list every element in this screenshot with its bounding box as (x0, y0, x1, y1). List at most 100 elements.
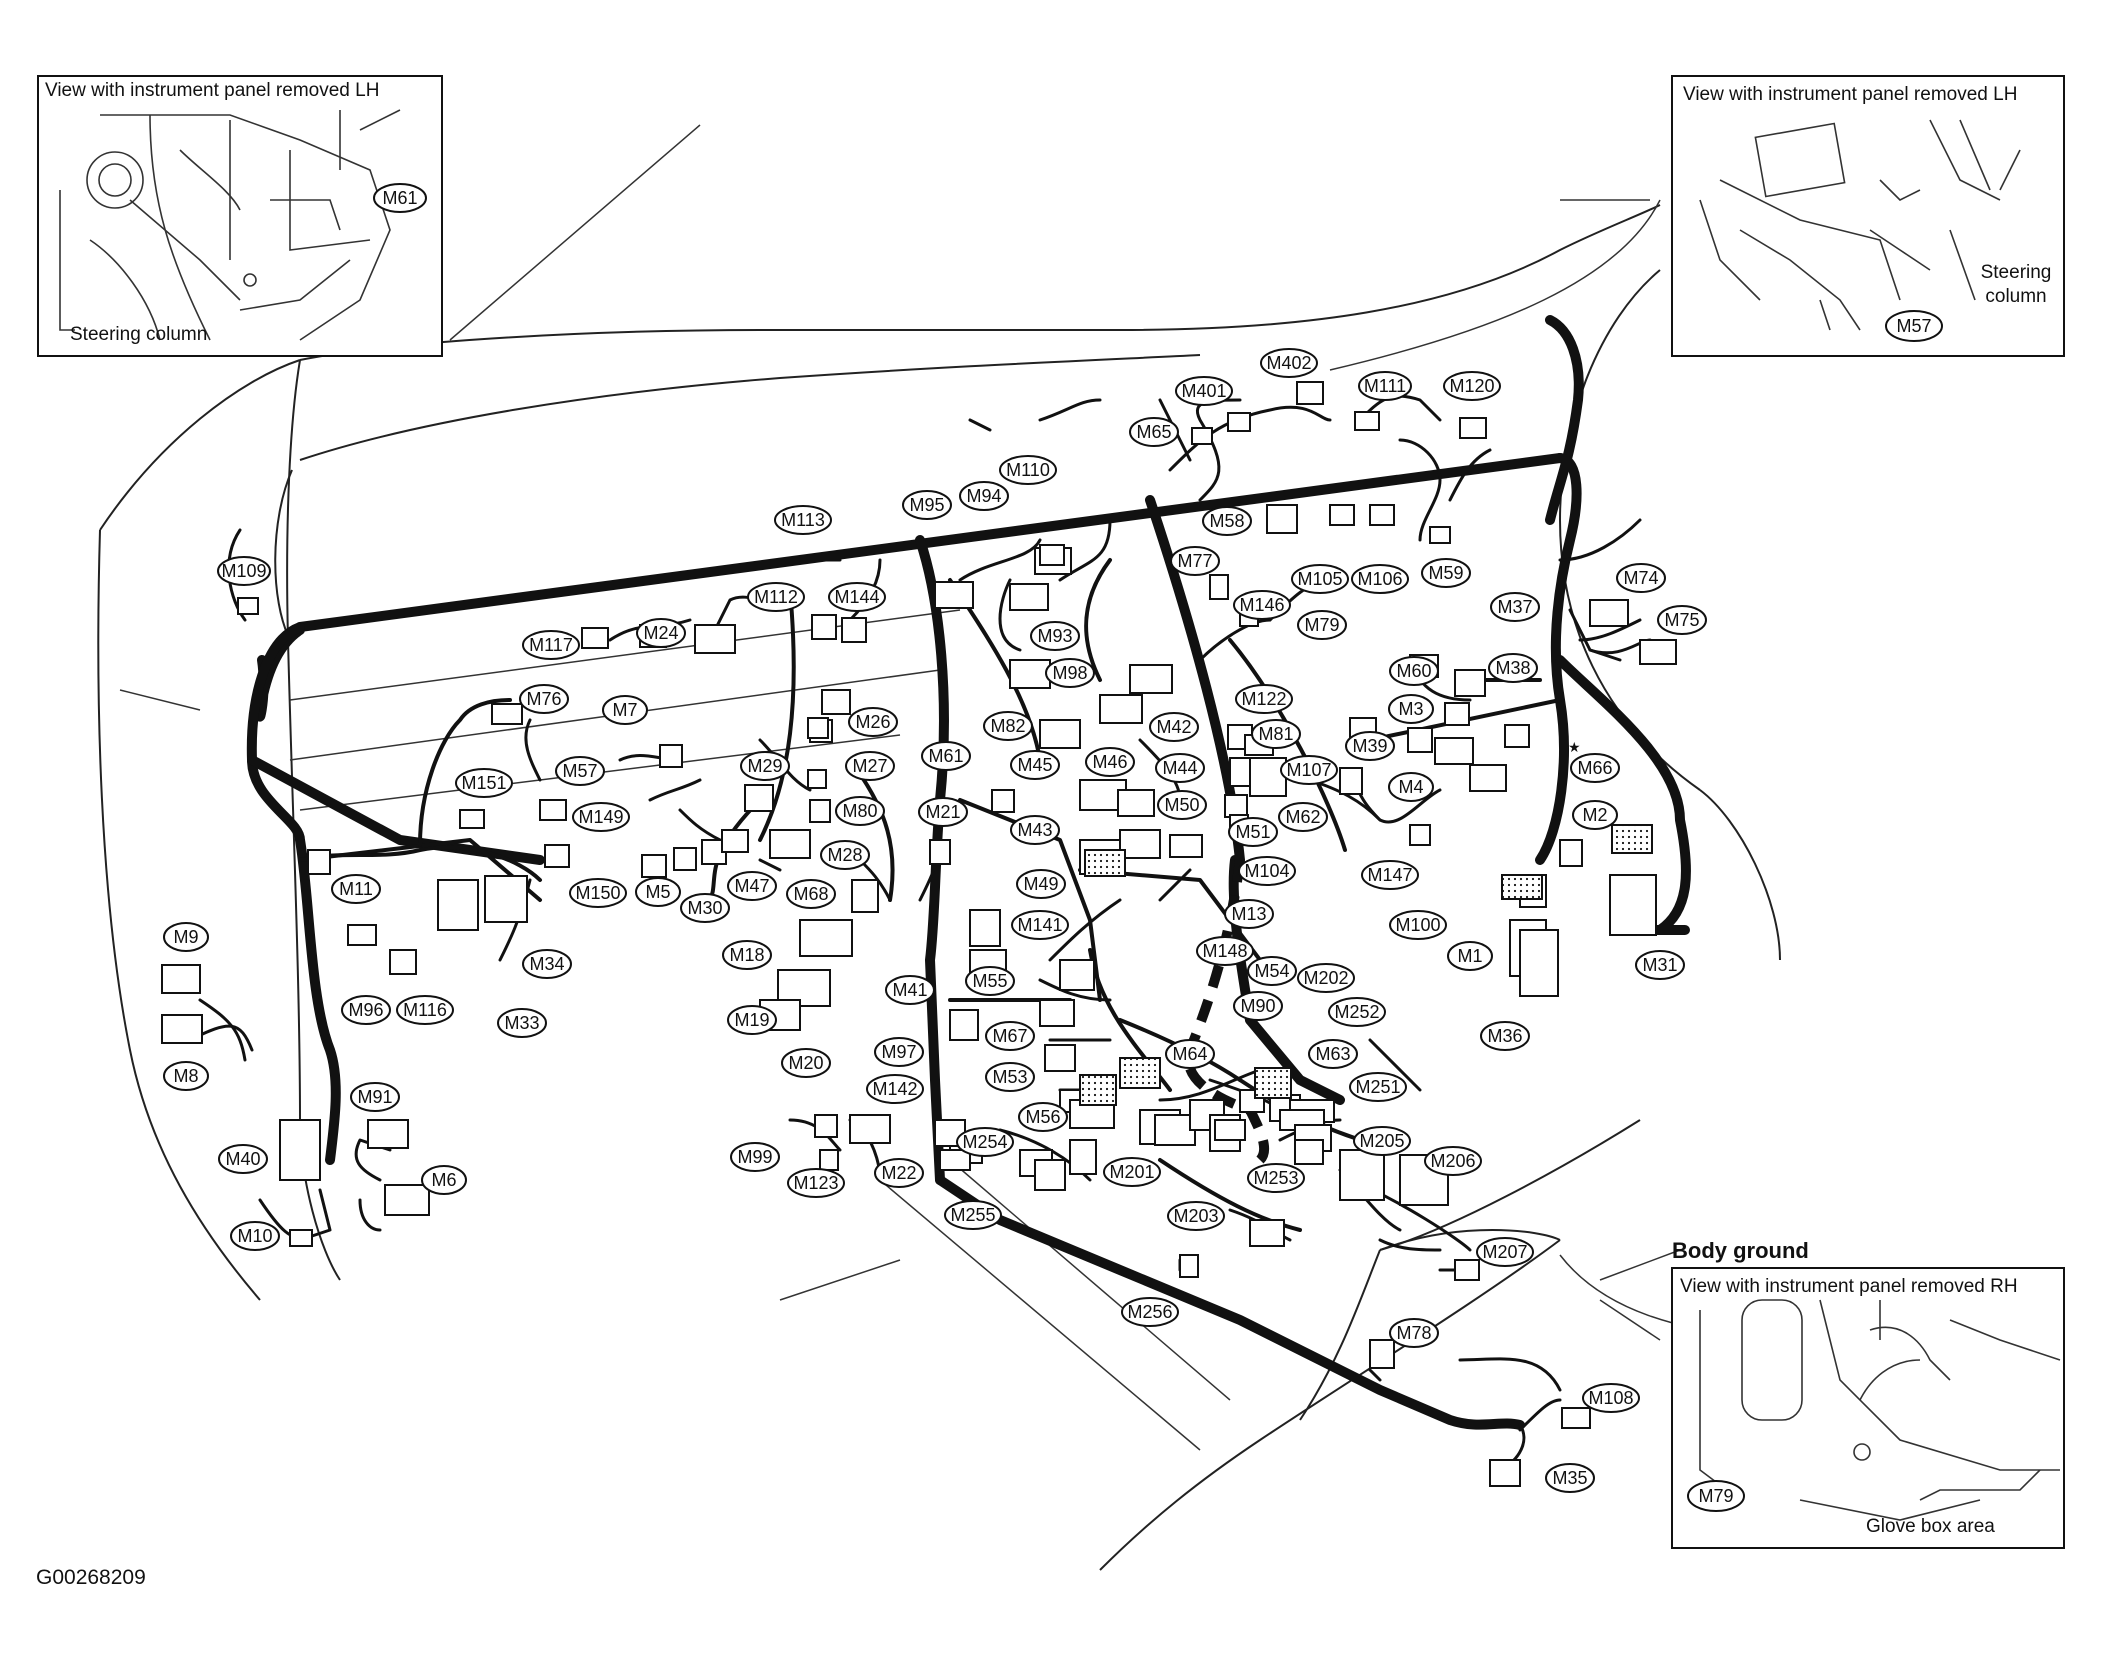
svg-text:M9: M9 (173, 927, 198, 947)
callout-m202: M202 (1297, 963, 1355, 993)
callout-m65: M65 (1129, 417, 1179, 447)
svg-text:M97: M97 (881, 1042, 916, 1062)
svg-text:M106: M106 (1357, 569, 1402, 589)
callout-m251: M251 (1349, 1072, 1407, 1102)
vehicle-body-outline (97, 124, 1781, 1571)
svg-text:M61: M61 (928, 746, 963, 766)
svg-text:M253: M253 (1253, 1168, 1298, 1188)
callout-m150: M150 (569, 878, 627, 908)
callout-m5: M5 (635, 877, 681, 907)
callout-m6: M6 (421, 1165, 467, 1195)
callout-m64: M64 (1165, 1039, 1215, 1069)
svg-text:M147: M147 (1367, 865, 1412, 885)
svg-text:M151: M151 (461, 773, 506, 793)
callout-m113: M113 (774, 505, 832, 535)
callout-m105: M105 (1291, 564, 1349, 594)
svg-text:M55: M55 (972, 971, 1007, 991)
callout-m108: M108 (1582, 1383, 1640, 1413)
glove-box-sketch (1699, 1299, 2061, 1521)
callout-m82: M82 (983, 711, 1033, 741)
svg-text:M77: M77 (1177, 551, 1212, 571)
callout-m39: M39 (1345, 731, 1395, 761)
callout-m61: M61 (921, 741, 971, 771)
svg-text:M206: M206 (1430, 1151, 1475, 1171)
svg-text:M57: M57 (1896, 316, 1931, 336)
svg-text:M44: M44 (1162, 758, 1197, 778)
svg-text:M54: M54 (1254, 961, 1289, 981)
svg-text:M109: M109 (221, 561, 266, 581)
svg-text:M116: M116 (403, 1000, 447, 1020)
svg-text:M110: M110 (1006, 460, 1050, 480)
callout-m110: M110 (999, 455, 1057, 485)
callout-m141: M141 (1011, 910, 1069, 940)
svg-text:M30: M30 (687, 898, 722, 918)
callout-m62: M62 (1278, 802, 1328, 832)
callout-m58: M58 (1202, 506, 1252, 536)
svg-text:M205: M205 (1359, 1131, 1404, 1151)
callout-m151: M151 (455, 768, 513, 798)
svg-text:M57: M57 (562, 761, 597, 781)
svg-text:M98: M98 (1052, 663, 1087, 683)
svg-text:M42: M42 (1156, 717, 1191, 737)
callout-m44: M44 (1155, 753, 1205, 783)
svg-text:M3: M3 (1398, 699, 1423, 719)
callout-m148: M148 (1196, 936, 1254, 966)
callout-m42: M42 (1149, 712, 1199, 742)
callout-m252: M252 (1328, 997, 1386, 1027)
svg-text:M2: M2 (1582, 805, 1607, 825)
callout-m80: M80 (835, 796, 885, 826)
svg-text:M56: M56 (1025, 1107, 1060, 1127)
callout-m19: M19 (727, 1005, 777, 1035)
svg-text:M64: M64 (1172, 1044, 1207, 1064)
callout-m47: M47 (727, 871, 777, 901)
inset-top-right: View with instrument panel removed LH St… (1671, 75, 2065, 357)
callout-m43: M43 (1010, 815, 1060, 845)
svg-text:M35: M35 (1552, 1468, 1587, 1488)
svg-text:M401: M401 (1181, 381, 1226, 401)
svg-text:M100: M100 (1395, 915, 1440, 935)
callout-m36: M36 (1480, 1021, 1530, 1051)
star-marker: ★ (1568, 740, 1581, 756)
svg-text:M11: M11 (339, 879, 373, 899)
callout-m97: M97 (874, 1037, 924, 1067)
svg-text:M255: M255 (950, 1205, 995, 1225)
callout-m144: M144 (828, 582, 886, 612)
callout-m79: M79 (1297, 610, 1347, 640)
callout-m203: M203 (1167, 1201, 1225, 1231)
svg-text:M39: M39 (1352, 736, 1387, 756)
callout-m111: M111 (1358, 371, 1412, 401)
svg-text:M111: M111 (1364, 376, 1406, 396)
svg-text:M60: M60 (1396, 661, 1431, 681)
svg-text:M254: M254 (962, 1132, 1007, 1152)
callout-m34: M34 (522, 949, 572, 979)
callout-m29: M29 (740, 751, 790, 781)
callout-m40: M40 (218, 1144, 268, 1174)
svg-text:M1: M1 (1457, 946, 1482, 966)
inset-top-left: View with instrument panel removed LH St… (37, 75, 443, 357)
svg-text:M91: M91 (357, 1087, 392, 1107)
callout-m30: M30 (680, 893, 730, 923)
svg-text:M62: M62 (1285, 807, 1320, 827)
callout-m55: M55 (965, 966, 1015, 996)
svg-text:M41: M41 (892, 980, 927, 1000)
callout-m11: M11 (331, 874, 381, 904)
svg-text:M46: M46 (1092, 752, 1127, 772)
svg-text:M50: M50 (1164, 795, 1199, 815)
svg-text:M27: M27 (852, 756, 887, 776)
svg-text:M82: M82 (990, 716, 1025, 736)
steering-column-sketch-right (1699, 119, 2021, 331)
svg-text:M80: M80 (842, 801, 877, 821)
callout-m91: M91 (350, 1082, 400, 1112)
svg-text:M201: M201 (1109, 1162, 1154, 1182)
callout-m63: M63 (1308, 1039, 1358, 1069)
callout-m122: M122 (1235, 684, 1293, 714)
callout-m21: M21 (918, 797, 968, 827)
svg-text:M61: M61 (382, 188, 417, 208)
svg-text:M66: M66 (1577, 758, 1612, 778)
callout-m57-inset: M57 (1885, 310, 1943, 342)
callout-m9: M9 (163, 922, 209, 952)
callout-m93: M93 (1030, 621, 1080, 651)
svg-text:M90: M90 (1240, 996, 1275, 1016)
svg-text:M146: M146 (1239, 595, 1284, 615)
callout-m37: M37 (1490, 592, 1540, 622)
